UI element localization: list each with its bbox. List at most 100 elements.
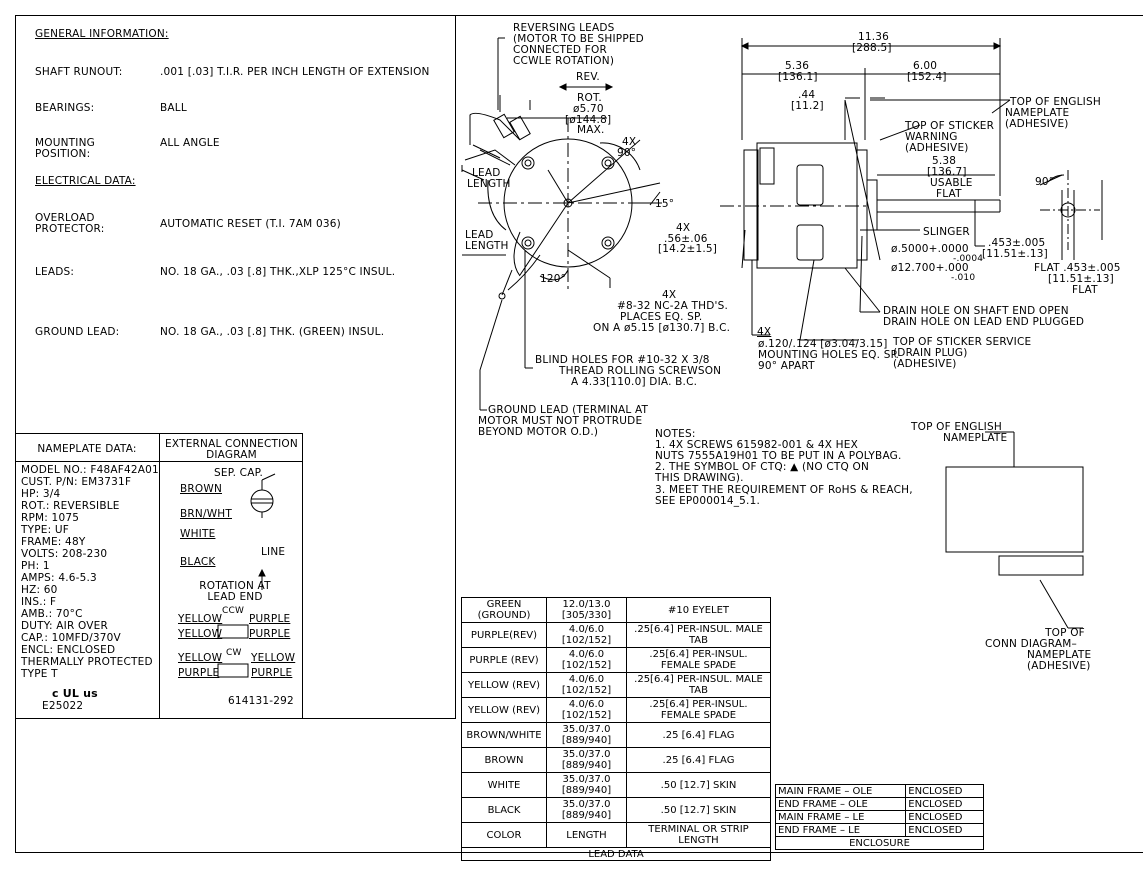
overload-label-1: OVERLOAD bbox=[35, 212, 95, 224]
lead-color-cell: BROWN bbox=[461, 747, 547, 773]
note-3a: 3. MEET THE REQUIREMENT OF RoHS & REACH, bbox=[655, 484, 913, 496]
flat-dim-5: FLAT bbox=[1072, 284, 1098, 296]
enclosure-part-cell: END FRAME – OLE bbox=[774, 797, 907, 811]
enclosure-part-cell: END FRAME – LE bbox=[774, 823, 907, 837]
note-2b: THIS DRAWING). bbox=[655, 472, 744, 484]
overall-length-1: 11.36 bbox=[858, 31, 890, 43]
nameplate-line: ENCL: ENCLOSED bbox=[21, 644, 116, 656]
lead-color-cell: WHITE bbox=[461, 772, 547, 798]
lead-header-length: LENGTH bbox=[546, 822, 627, 848]
diameter-3: MAX. bbox=[577, 124, 605, 136]
sep-cap-label: SEP. CAP. bbox=[214, 467, 264, 479]
rotation-label-2: LEAD END bbox=[207, 591, 263, 603]
ul-cert-number: E25022 bbox=[42, 700, 84, 712]
diameter-2: [ø144.8] bbox=[565, 114, 612, 126]
flat-dim-2: [11.51±.13] bbox=[982, 248, 1048, 260]
lead-row: PURPLE(REV)4.0/6.0 [102/152].25[6.4] PER… bbox=[461, 622, 771, 648]
service-sticker-2: (DRAIN PLUG) bbox=[893, 347, 968, 359]
label-top-english-1: TOP OF ENGLISH bbox=[911, 421, 1002, 433]
label-conn-diagram-2: CONN DIAGRAM– bbox=[985, 638, 1077, 650]
nameplate-divider bbox=[159, 433, 160, 719]
note-3b: SEE EP000014_5.1. bbox=[655, 495, 761, 507]
note-1b: NUTS 7555A19H01 TO BE PUT IN A POLYBAG. bbox=[655, 450, 902, 462]
shaft-length-1: 6.00 bbox=[913, 60, 938, 72]
ground-lead-note-3: BEYOND MOTOR O.D.) bbox=[478, 426, 599, 438]
mounting-value: ALL ANGLE bbox=[160, 137, 220, 149]
warning-sticker-2: WARNING bbox=[905, 131, 958, 143]
nameplate-line: VOLTS: 208-230 bbox=[21, 548, 108, 560]
mounting-label-2: POSITION: bbox=[35, 148, 91, 160]
nameplate-lines: MODEL NO.: F48AF42A01 CUST. P/N: EM3731F… bbox=[21, 464, 159, 680]
blind-holes-2: THREAD ROLLING SCREWSON bbox=[559, 365, 722, 377]
lead-length-cell: 4.0/6.0 [102/152] bbox=[546, 647, 627, 673]
general-info-heading: GENERAL INFORMATION: bbox=[35, 28, 169, 40]
mounting-holes-4x: 4X bbox=[757, 326, 772, 338]
warning-sticker-1: TOP OF STICKER bbox=[905, 120, 995, 132]
usable-flat-2: [136.7] bbox=[927, 166, 967, 178]
blind-holes-1: BLIND HOLES FOR #10-32 X 3/8 bbox=[535, 354, 710, 366]
reversing-leads-2: (MOTOR TO BE SHIPPED bbox=[513, 33, 644, 45]
connection-heading-1: EXTERNAL CONNECTION bbox=[165, 438, 298, 450]
lead-length-a-1: LEAD bbox=[472, 167, 501, 179]
diameter-1: ø5.70 bbox=[573, 103, 604, 115]
rotation-jumper-symbols bbox=[217, 624, 249, 678]
body-length-2: [136.1] bbox=[778, 71, 818, 83]
lead-title-row: LEAD DATA bbox=[461, 847, 771, 861]
nameplate-line: ROT.: REVERSIBLE bbox=[21, 500, 120, 512]
nameplate-header-line bbox=[15, 461, 160, 462]
enclosure-title: ENCLOSURE bbox=[775, 836, 984, 850]
nameplate-line: INS.: F bbox=[21, 596, 57, 608]
nameplate-line: TYPE T bbox=[21, 668, 58, 680]
flat-dim-3: FLAT .453±.005 bbox=[1034, 262, 1121, 274]
top-english-nameplate-3: (ADHESIVE) bbox=[1005, 118, 1069, 130]
lead-color-cell: BROWN/WHITE bbox=[461, 722, 547, 748]
ccw-yellow-bottom: YELLOW bbox=[178, 628, 223, 640]
nameplate-line: CUST. P/N: EM3731F bbox=[21, 476, 132, 488]
top-english-nameplate-2: NAMEPLATE bbox=[1005, 107, 1070, 119]
nameplate-line: AMPS: 4.6-5.3 bbox=[21, 572, 97, 584]
left-panel-divider bbox=[455, 15, 456, 718]
note-1a: 1. 4X SCREWS 615982-001 & 4X HEX bbox=[655, 439, 858, 451]
motor-front-view bbox=[461, 37, 662, 411]
usable-flat-3: USABLE bbox=[930, 177, 973, 189]
drawing-number: 614131-292 bbox=[228, 695, 294, 707]
enclosure-type-cell: ENCLOSED bbox=[905, 823, 984, 837]
label-conn-diagram-4: (ADHESIVE) bbox=[1027, 660, 1091, 672]
rot-label: ROT. bbox=[577, 92, 602, 104]
thread-4x: 4X bbox=[662, 289, 677, 301]
mounting-holes-3: 90° APART bbox=[758, 360, 815, 372]
ccw-purple-bottom: PURPLE bbox=[249, 628, 291, 640]
ul-cert-mark: c UL us bbox=[52, 687, 98, 700]
shaft-diameter-1-tol: -.0004 bbox=[953, 254, 984, 264]
service-sticker-3: (ADHESIVE) bbox=[893, 358, 957, 370]
lead-color-cell: BLACK bbox=[461, 797, 547, 823]
lead-color-cell: YELLOW (REV) bbox=[461, 672, 547, 698]
lead-terminal-cell: #10 EYELET bbox=[626, 597, 771, 623]
nameplate-line: AMB.: 70°C bbox=[21, 608, 83, 620]
lead-header-terminal: TERMINAL OR STRIP LENGTH bbox=[626, 822, 771, 848]
warning-sticker-3: (ADHESIVE) bbox=[905, 142, 969, 154]
slinger-label: SLINGER bbox=[923, 226, 970, 238]
lead-length-cell: 4.0/6.0 [102/152] bbox=[546, 672, 627, 698]
leads-value: NO. 18 GA., .03 [.8] THK.,XLP 125°C INSU… bbox=[160, 266, 396, 278]
lead-row: YELLOW (REV)4.0/6.0 [102/152].25[6.4] PE… bbox=[461, 672, 771, 698]
lead-terminal-cell: .50 [12.7] SKIN bbox=[626, 797, 771, 823]
lead-data-table: GREEN (GROUND)12.0/13.0 [305/330]#10 EYE… bbox=[461, 597, 771, 861]
label-conn-diagram-1: TOP OF bbox=[1045, 627, 1085, 639]
nameplate-line: HP: 3/4 bbox=[21, 488, 61, 500]
shaft-length-2: [152.4] bbox=[907, 71, 947, 83]
enclosure-part-cell: MAIN FRAME – LE bbox=[774, 810, 907, 824]
ccw-label: CCW bbox=[222, 606, 245, 616]
slot-dim-2: [14.2±1.5] bbox=[658, 243, 718, 255]
flat-dim-1: .453±.005 bbox=[988, 237, 1046, 249]
nameplate-line: DUTY: AIR OVER bbox=[21, 620, 108, 632]
enclosure-type-cell: ENCLOSED bbox=[905, 797, 984, 811]
lead-terminal-cell: .25 [6.4] FLAG bbox=[626, 722, 771, 748]
enclosure-part-cell: MAIN FRAME – OLE bbox=[774, 784, 907, 798]
lead-color-cell: GREEN (GROUND) bbox=[461, 597, 547, 623]
